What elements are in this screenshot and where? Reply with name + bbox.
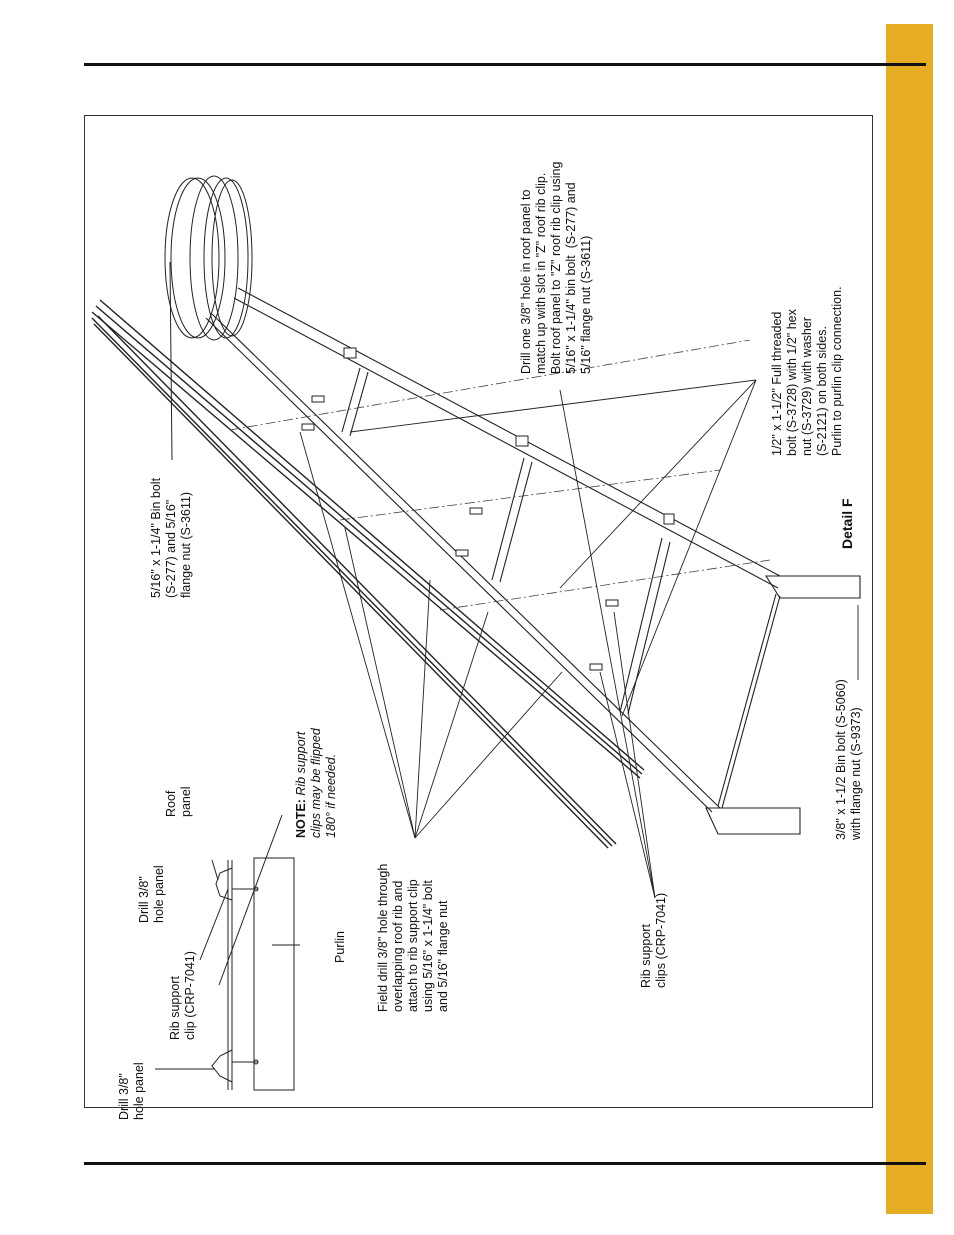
callout-rib-support-clips: Rib support clips (CRP-7041): [639, 892, 668, 988]
bottom-rule: [84, 1162, 926, 1165]
callout-full-threaded-bolt: 1/2" x 1-1/2" Full threaded bolt (S-3728…: [770, 286, 844, 456]
rib-profile-upper: [215, 867, 233, 901]
center-lines: [229, 339, 771, 611]
callout-bin-bolt-flange: 5/16" x 1-1/4" Bin bolt (S-277) and 5/16…: [149, 477, 193, 598]
center-collar-ring: [164, 175, 253, 461]
rafter-frame: [205, 287, 861, 835]
note-block: NOTE: Rib support clips may be flipped 1…: [294, 728, 339, 838]
rib-profile-lower: [211, 1049, 233, 1083]
detail-title: Detail F: [839, 498, 855, 549]
figure-frame: [84, 115, 873, 1108]
callout-leaders: [299, 379, 859, 899]
chapter-tab: [886, 24, 933, 1214]
top-rule: [84, 63, 926, 66]
callout-drill-hole-left: Drill 3/8" hole panel: [117, 1062, 146, 1120]
callout-roof-panel: Roof panel: [164, 786, 193, 817]
callout-rib-support-clip: Rib support clip (CRP-7041): [168, 951, 197, 1040]
rib-support-clips: [301, 347, 675, 671]
purlin-shape: [253, 857, 295, 1091]
callout-drill-one-hole: Drill one 3/8" hole in roof panel to mat…: [519, 161, 593, 374]
purlin-section-detail: [155, 814, 300, 1091]
roof-panels: [91, 299, 645, 849]
callout-purlin: Purlin: [333, 931, 347, 963]
callout-drill-hole-mid: Drill 3/8" hole panel: [137, 865, 166, 923]
note-label: NOTE:: [294, 799, 308, 838]
callout-bin-bolt-38: 3/8" x 1-1/2 Bin bolt (S-5060) with flan…: [834, 679, 863, 840]
note-text-rest: clips may be flipped 180° if needed.: [309, 728, 338, 838]
callout-field-drill: Field drill 3/8" hole through overlappin…: [376, 863, 450, 1012]
note-text-line1: Rib support: [294, 731, 308, 800]
